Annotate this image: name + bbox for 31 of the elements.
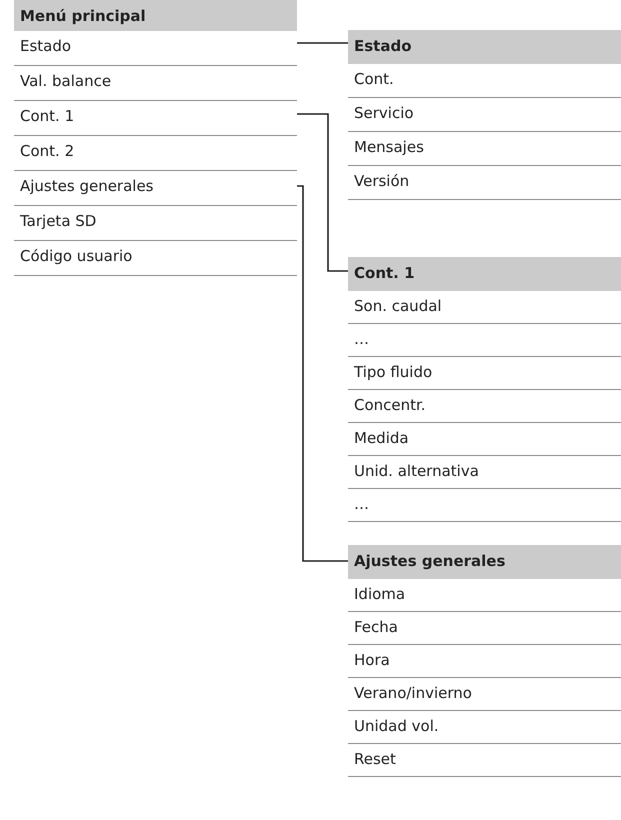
menu-item: Servicio [348,98,621,132]
menu-item: Concentr. [348,390,621,423]
menu-item: … [348,324,621,357]
menu-item: Val. balance [14,66,297,101]
panel-header: Menú principal [14,0,297,31]
panel-header: Estado [348,30,621,64]
menu-item: … [348,489,621,522]
menu-item: Idioma [348,579,621,612]
menu-item: Cont. 1 [14,101,297,136]
connector-line [297,185,348,562]
menu-item: Cont. 2 [14,136,297,171]
menu-item: Tarjeta SD [14,206,297,241]
menu-item: Versión [348,166,621,200]
connector-line [297,42,348,44]
menu-item: Hora [348,645,621,678]
menu-item: Fecha [348,612,621,645]
menu-item: Tipo fluido [348,357,621,390]
menu-item: Ajustes generales [14,171,297,206]
menu-item: Medida [348,423,621,456]
menu-item: Cont. [348,64,621,98]
menu-item: Mensajes [348,132,621,166]
menu-item: Unid. alternativa [348,456,621,489]
menu-item: Verano/invierno [348,678,621,711]
menu-item: Código usuario [14,241,297,276]
menu-item: Reset [348,744,621,777]
menu-item: Unidad vol. [348,711,621,744]
panel-header: Cont. 1 [348,257,621,291]
panel-header: Ajustes generales [348,545,621,579]
menu-item: Estado [14,31,297,66]
menu-item: Son. caudal [348,291,621,324]
connector-line [297,113,348,272]
